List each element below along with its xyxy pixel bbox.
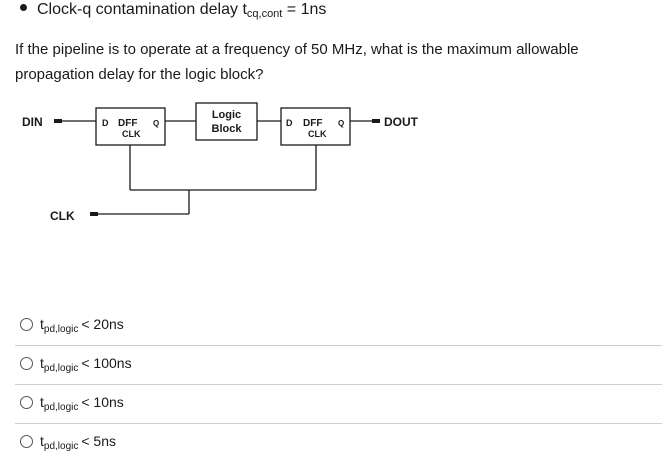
given-suffix: = 1ns [282, 1, 327, 18]
pipeline-schematic: DIN D DFF Q CLK Logic Block D DFF Q CLK … [22, 102, 419, 223]
din-label: DIN [22, 115, 43, 129]
radio-button[interactable] [20, 318, 33, 331]
din-terminal [54, 119, 62, 123]
dout-label: DOUT [384, 115, 419, 129]
option-t: t [40, 433, 44, 449]
logic-block-label-2: Block [212, 123, 243, 135]
bullet-icon [20, 4, 27, 12]
given-subscript: cq,cont [246, 8, 283, 20]
option-t: t [40, 316, 44, 332]
option-t: t [40, 355, 44, 371]
option-value: < 20ns [81, 316, 124, 332]
pipeline-diagram: DIN D DFF Q CLK Logic Block D DFF Q CLK … [0, 90, 664, 240]
dff2-name: DFF [303, 118, 322, 129]
radio-button[interactable] [20, 435, 33, 448]
dff1-clk-pin: CLK [122, 129, 141, 139]
option-value: < 5ns [81, 433, 116, 449]
option-value: < 100ns [81, 355, 132, 371]
dff1-name: DFF [118, 118, 137, 129]
dff1-d-pin: D [102, 118, 109, 128]
dff1-q-pin: Q [153, 119, 159, 128]
option-subscript: pd,logic [43, 402, 79, 413]
dff2-q-pin: Q [338, 119, 344, 128]
answer-options: tpd,logic< 20ns tpd,logic< 100ns tpd,log… [15, 307, 662, 463]
question-text: If the pipeline is to operate at a frequ… [15, 41, 579, 83]
option-label: tpd,logic< 100ns [40, 355, 132, 374]
option-label: tpd,logic< 20ns [40, 316, 124, 335]
dff2-d-pin: D [286, 118, 293, 128]
option-subscript: pd,logic [43, 324, 79, 335]
clk-label: CLK [50, 209, 75, 223]
option-label: tpd,logic< 5ns [40, 433, 116, 452]
dout-terminal [372, 119, 380, 123]
option-label: tpd,logic< 10ns [40, 394, 124, 413]
dff2-box [280, 107, 351, 146]
logic-block-label-1: Logic [212, 109, 241, 121]
dff2-clk-pin: CLK [308, 129, 327, 139]
option-subscript: pd,logic [43, 363, 79, 374]
given-clock-q-contamination: Clock-q contamination delay tcq,cont = 1… [20, 0, 326, 20]
answer-option[interactable]: tpd,logic< 20ns [15, 307, 662, 346]
option-t: t [40, 394, 44, 410]
radio-button[interactable] [20, 357, 33, 370]
radio-button[interactable] [20, 396, 33, 409]
option-subscript: pd,logic [43, 441, 79, 452]
answer-option[interactable]: tpd,logic< 5ns [15, 424, 662, 463]
answer-option[interactable]: tpd,logic< 100ns [15, 346, 662, 385]
clk-terminal [90, 212, 98, 216]
option-value: < 10ns [81, 394, 124, 410]
answer-option[interactable]: tpd,logic< 10ns [15, 385, 662, 424]
given-prefix: Clock-q contamination delay t [37, 1, 247, 18]
